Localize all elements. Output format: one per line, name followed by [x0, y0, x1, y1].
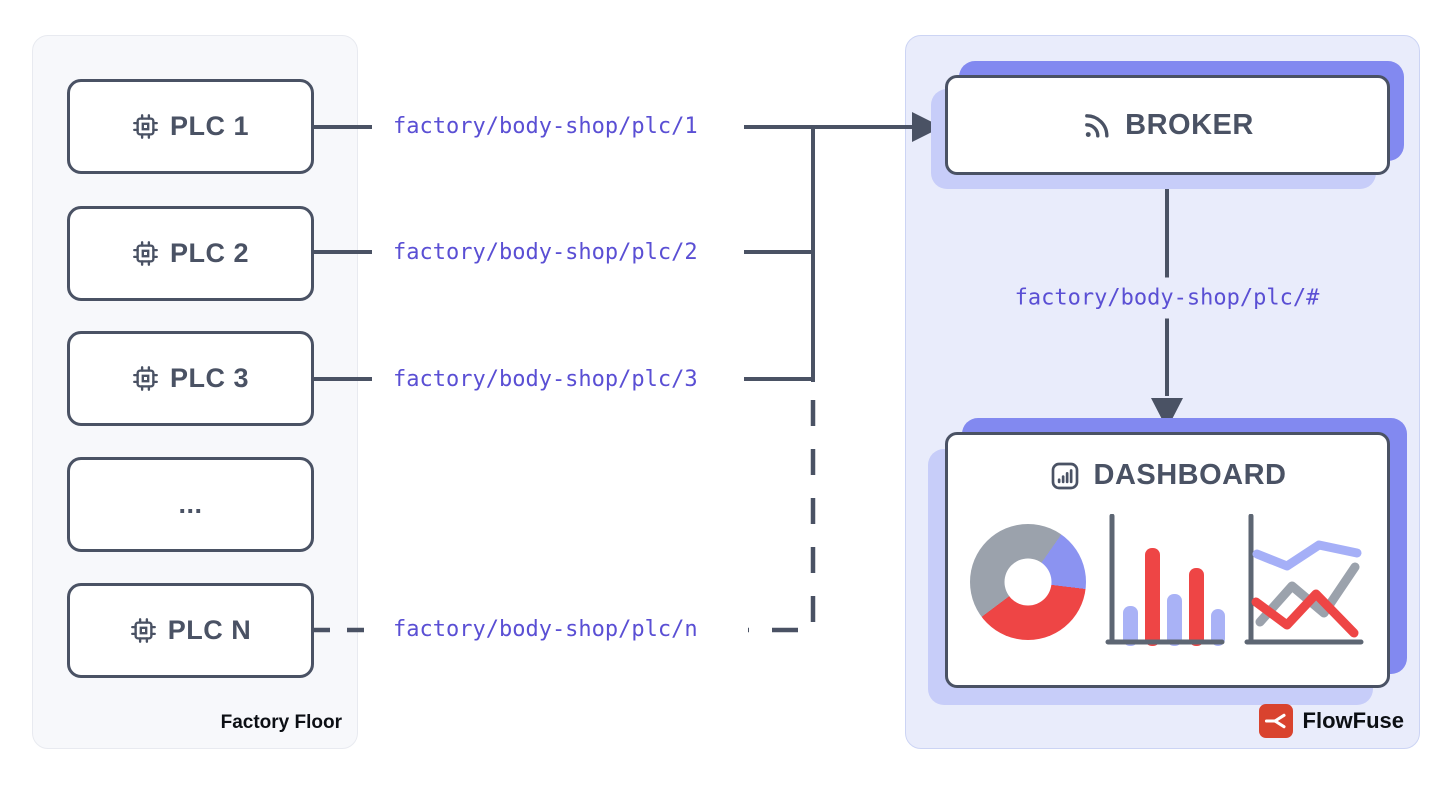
cpu-chip-icon	[133, 241, 158, 266]
donut-chart	[970, 523, 1086, 640]
line-chart	[1244, 513, 1364, 644]
plc-ellipsis-box: ...	[67, 457, 314, 552]
bar-chart	[1105, 513, 1225, 646]
plc-2-label: PLC 2	[169, 238, 250, 268]
cpu-chip-icon	[133, 366, 158, 391]
wire-bus-dashed	[748, 400, 816, 633]
cpu-chip-icon	[133, 114, 158, 139]
flowfuse-brand: FlowFuse	[1258, 704, 1404, 738]
topic-plcn: factory/body-shop/plc/n	[393, 617, 698, 642]
dashboard-node: DASHBOARD	[928, 418, 1407, 705]
dashboard-label: DASHBOARD	[1093, 459, 1287, 491]
dashboard-box: DASHBOARD	[945, 432, 1390, 688]
rss-signal-icon	[1085, 113, 1109, 138]
plc-1-label: PLC 1	[169, 111, 250, 141]
topic-plc2: factory/body-shop/plc/2	[393, 240, 698, 265]
broker-node: BROKER	[931, 61, 1404, 189]
plc-1-box: PLC 1	[67, 79, 314, 174]
flowfuse-logo-icon	[1258, 704, 1293, 738]
plc-2-box: PLC 2	[67, 206, 314, 301]
topic-plc1: factory/body-shop/plc/1	[393, 114, 698, 139]
broker-label: BROKER	[1125, 108, 1254, 141]
plc-n-label: PLC N	[167, 615, 252, 645]
bar-chart-square-icon	[1051, 462, 1078, 489]
topic-plc3: factory/body-shop/plc/3	[393, 367, 698, 392]
broker-box: BROKER	[945, 75, 1390, 175]
plc-n-box: PLC N	[67, 583, 314, 678]
factory-floor-caption: Factory Floor	[220, 712, 342, 733]
flowfuse-brand-name: FlowFuse	[1302, 708, 1404, 733]
plc-ellipsis-label: ...	[178, 489, 203, 519]
plc-3-box: PLC 3	[67, 331, 314, 426]
dashboard-widgets	[948, 492, 1387, 685]
topic-wildcard-subscription: factory/body-shop/plc/#	[1004, 277, 1330, 319]
factory-floor-panel: PLC 1 PLC 2 PLC 3 ... PLC N	[32, 35, 358, 749]
cpu-chip-icon	[130, 618, 156, 643]
plc-3-label: PLC 3	[169, 363, 250, 393]
